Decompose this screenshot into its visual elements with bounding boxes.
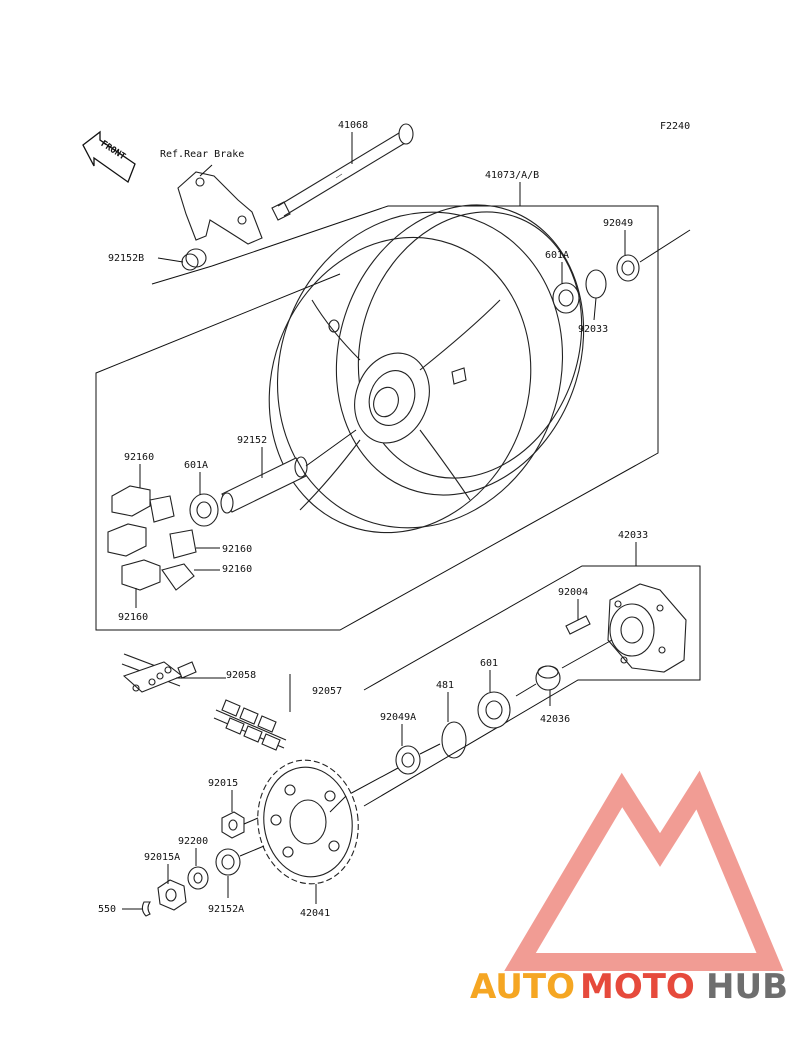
label-92049A: 92049A: [380, 712, 416, 723]
axle: [271, 123, 414, 221]
label-92015: 92015: [208, 778, 238, 789]
sprocket-hub-box: [363, 565, 701, 807]
label-42033: 42033: [618, 530, 648, 541]
bearing-601a-mid: [189, 493, 219, 527]
diagram-code: F2240: [660, 121, 690, 132]
washer-92200: [187, 866, 209, 890]
ref-rear-brake-label: Ref.Rear Brake: [160, 149, 244, 160]
label-92058: 92058: [226, 670, 256, 681]
label-92049: 92049: [603, 218, 633, 229]
nut-92015: [221, 811, 245, 839]
collar-92152a: [215, 848, 241, 876]
label-601: 601: [480, 658, 498, 669]
label-92200: 92200: [178, 836, 208, 847]
label-550: 550: [98, 904, 116, 915]
collar-92152: [220, 456, 308, 514]
bearing-601a-top: [552, 282, 580, 314]
stud-92004: [565, 615, 591, 635]
automotohub-watermark: AUTO MOTO HUB: [470, 770, 788, 1007]
label-92152B: 92152B: [108, 253, 144, 264]
label-92015A: 92015A: [144, 852, 180, 863]
cotter-pin-550: [141, 901, 152, 917]
label-601A-top: 601A: [545, 250, 569, 261]
watermark-part2: MOTO: [580, 967, 695, 1007]
label-92033: 92033: [578, 324, 608, 335]
watermark-part3: HUB: [706, 967, 788, 1007]
sprocket-hub: [607, 583, 687, 673]
rear-wheel: [268, 204, 585, 534]
label-41073: 41073/A/B: [485, 170, 539, 181]
label-42036: 42036: [540, 714, 570, 725]
label-92152: 92152: [237, 435, 267, 446]
caliper-bracket: [177, 164, 263, 245]
label-92152A: 92152A: [208, 904, 244, 915]
collar-92152b: [181, 248, 207, 271]
label-601A-mid: 601A: [184, 460, 208, 471]
watermark-part1: AUTO: [470, 967, 575, 1007]
wheel-assembly-box: [95, 205, 659, 631]
label-92160-c: 92160: [222, 564, 252, 575]
label-92160-a: 92160: [124, 452, 154, 463]
collar-42036: [535, 665, 561, 691]
label-92004: 92004: [558, 587, 588, 598]
dampers-92160: [107, 485, 197, 591]
seal-92049: [616, 254, 640, 282]
label-42041: 42041: [300, 908, 330, 919]
seal-92049a: [395, 745, 421, 775]
circlip-92033: [585, 269, 607, 299]
castle-nut-92015a: [157, 879, 187, 911]
rear-sprocket: [257, 759, 359, 885]
label-92057: 92057: [312, 686, 342, 697]
label-92160-b: 92160: [222, 544, 252, 555]
bearing-601: [477, 691, 511, 729]
circlip-481: [441, 721, 467, 759]
triangle-logo-icon: [504, 770, 784, 971]
label-41068: 41068: [338, 120, 368, 131]
label-92160-d: 92160: [118, 612, 148, 623]
label-481: 481: [436, 680, 454, 691]
drive-chain: [121, 653, 287, 751]
front-arrow-icon: FRONT: [82, 130, 136, 184]
